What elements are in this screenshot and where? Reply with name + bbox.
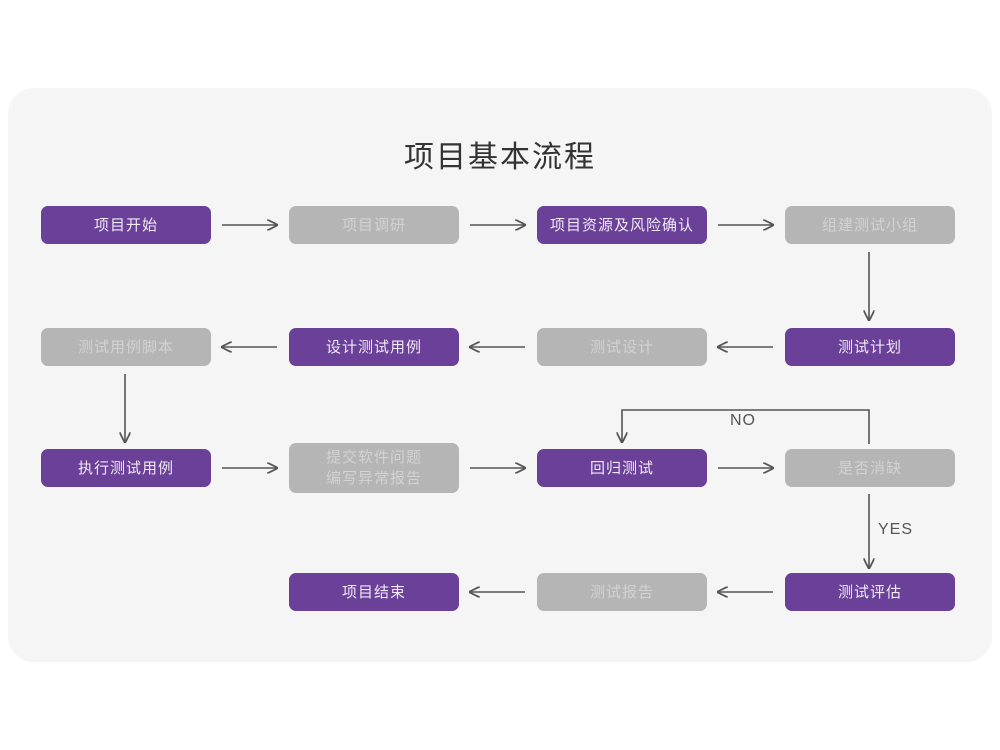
node-defect-resolved-check[interactable]: 是否消缺 bbox=[785, 449, 955, 487]
edge-label-no: NO bbox=[730, 412, 756, 429]
node-test-case-script[interactable]: 测试用例脚本 bbox=[41, 328, 211, 366]
diagram-card bbox=[8, 88, 992, 662]
node-test-plan[interactable]: 测试计划 bbox=[785, 328, 955, 366]
page-title: 项目基本流程 bbox=[404, 141, 596, 174]
node-test-design[interactable]: 测试设计 bbox=[537, 328, 707, 366]
node-test-report[interactable]: 测试报告 bbox=[537, 573, 707, 611]
node-regression-test[interactable]: 回归测试 bbox=[537, 449, 707, 487]
node-design-test-case[interactable]: 设计测试用例 bbox=[289, 328, 459, 366]
node-test-evaluation[interactable]: 测试评估 bbox=[785, 573, 955, 611]
node-submit-defect-report[interactable]: 提交软件问题 编写异常报告 bbox=[289, 443, 459, 493]
node-execute-test-case[interactable]: 执行测试用例 bbox=[41, 449, 211, 487]
node-project-research[interactable]: 项目调研 bbox=[289, 206, 459, 244]
node-resource-risk-confirm[interactable]: 项目资源及风险确认 bbox=[537, 206, 707, 244]
node-project-end[interactable]: 项目结束 bbox=[289, 573, 459, 611]
node-project-start[interactable]: 项目开始 bbox=[41, 206, 211, 244]
node-build-test-team[interactable]: 组建测试小组 bbox=[785, 206, 955, 244]
edge-label-yes: YES bbox=[878, 521, 914, 538]
